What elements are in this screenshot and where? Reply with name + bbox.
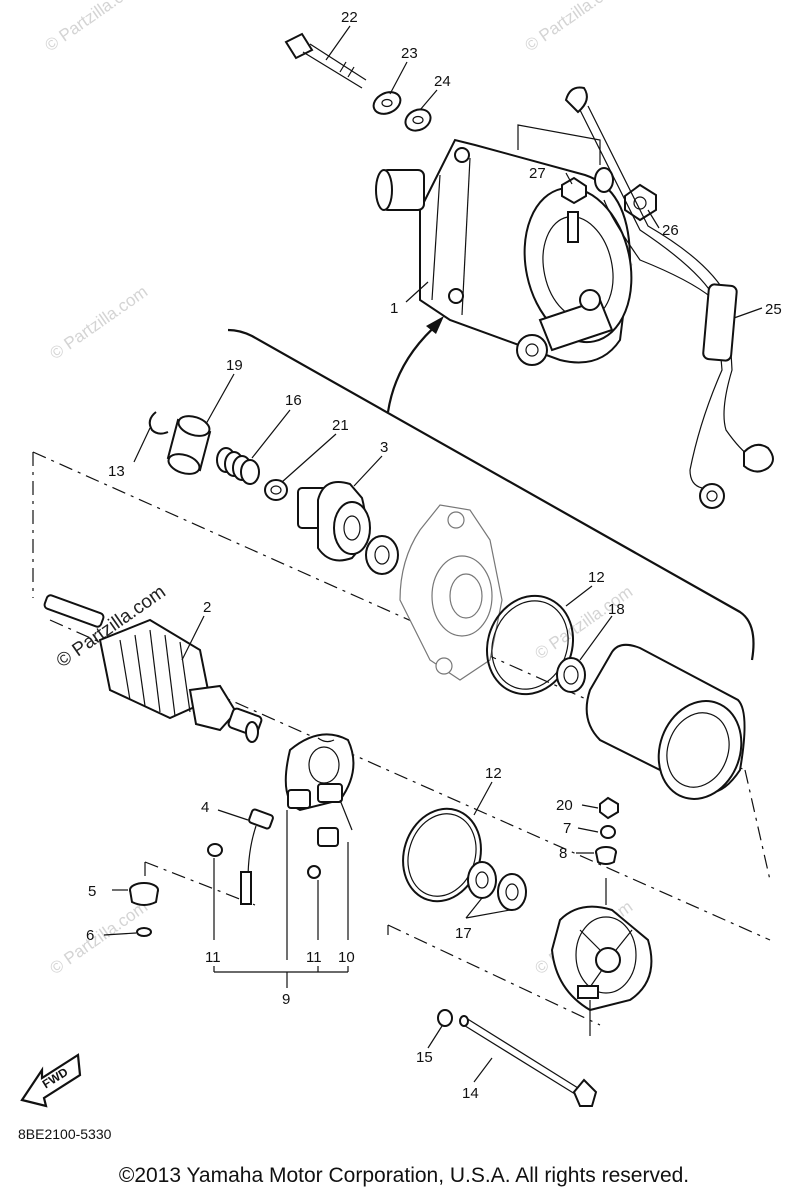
part-washer-17b [497,873,527,911]
group-bracket-26-27 [517,124,601,165]
part-collar-19 [166,415,212,475]
callout-18: 18 [608,601,625,618]
watermark: © Partzilla.com [41,0,146,55]
callout-4: 4 [201,799,209,816]
assembly-arrow [386,321,441,413]
callout-3: 3 [380,439,388,456]
diagram-code: 8BE2100-5330 [18,1126,112,1142]
part-washer-front [365,535,399,575]
part-rear-cover [550,878,653,1012]
callout-5: 5 [88,883,96,900]
callout-2: 2 [203,599,211,616]
part-spring-16 [216,447,260,485]
fwd-arrow-icon: FWD [20,1053,82,1108]
callout-9: 9 [282,991,290,1008]
callout-8: 8 [559,845,567,862]
part-front-cover-ghost [399,504,503,681]
part-washer-18 [556,657,586,693]
part-washer-24-hole [412,115,424,125]
part-bolt-14 [459,1015,598,1107]
axis-line-5 [144,861,256,906]
copyright-notice: ©2013 Yamaha Motor Corporation, U.S.A. A… [118,1164,690,1187]
exploded-view-bracket [227,328,755,661]
callout-21: 21 [332,417,349,434]
part-nut-11-right [307,865,321,879]
callout-19: 19 [226,357,243,374]
part-washer-17a [467,861,497,899]
part-clutch-3 [297,481,371,562]
callout-13: 13 [108,463,125,480]
callout-7: 7 [563,820,571,837]
assembly-arrowhead [426,316,444,334]
watermark: © Partzilla.com [46,282,151,363]
callout-24: 24 [434,73,451,90]
callout-27: 27 [529,165,546,182]
part-washer-15 [437,1009,453,1027]
callout-11-right: 11 [306,949,322,966]
part-o-ring-12-upper-inner [491,600,569,690]
part-washer-17b-hole [505,883,519,901]
part-washer-18-hole [563,665,579,685]
part-washer-21 [264,479,288,501]
part-washer-front-hole [374,545,390,565]
part-washer-7 [600,825,616,839]
part-washer-21-hole [270,485,282,495]
callout-16: 16 [285,392,302,409]
callout-14: 14 [462,1085,479,1102]
axis-line-right [744,769,771,881]
callout-12-upper: 12 [588,569,605,586]
callout-25: 25 [765,301,782,318]
callout-1: 1 [390,300,398,317]
part-grommet-8 [595,846,617,865]
part-nut-27 [561,176,587,205]
callout-10: 10 [338,949,355,966]
callout-6: 6 [86,927,94,944]
callout-22: 22 [341,9,358,26]
axis-line-14 [387,924,601,1026]
part-yoke [585,643,746,800]
part-terminal-ring [594,167,614,193]
part-lock-washer-23-hole [381,98,393,108]
part-washer-24 [404,108,432,132]
callout-15: 15 [416,1049,433,1066]
callout-23: 23 [401,45,418,62]
leader-lines [103,25,763,1083]
callout-20: 20 [556,797,573,814]
part-starter-cable-25 [564,86,774,509]
part-grommet-5 [129,882,159,906]
callout-26: 26 [662,222,679,239]
part-bolt-22 [284,32,367,89]
part-brush-holder-9 [284,733,355,847]
part-circlip-13 [148,411,169,435]
part-armature-2 [43,594,263,743]
callout-11-left: 11 [205,949,221,966]
part-nut-11-left [207,843,223,857]
part-washer-6 [136,927,152,937]
part-brush-4 [240,808,274,905]
part-nut-20 [599,796,619,820]
callout-labels: 22 23 24 27 26 1 25 19 16 21 3 13 2 12 1… [86,9,782,1102]
watermark: © Partzilla.com [521,0,626,55]
part-lock-washer-23 [372,91,402,115]
part-washer-17a-hole [475,871,489,889]
watermark: © Partzilla.com [46,897,151,978]
callout-12-lower: 12 [485,765,502,782]
callout-17: 17 [455,925,472,942]
